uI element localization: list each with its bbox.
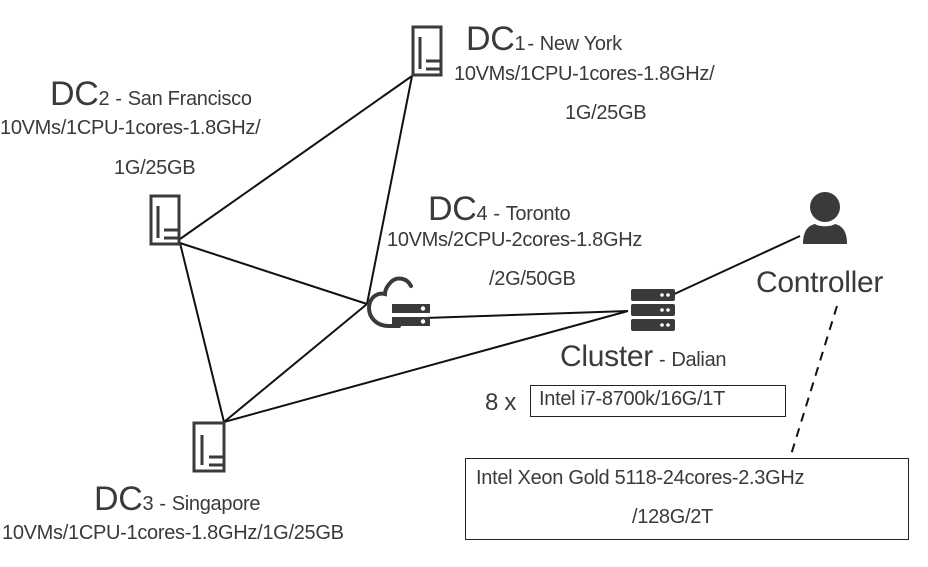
cluster-city: Dalian (671, 349, 727, 371)
server-document-icon (149, 194, 181, 246)
dc1-spec-line2: 1G/25GB (565, 102, 647, 124)
dc4-separator: - (493, 203, 500, 225)
controller-spec-line1: Intel Xeon Gold 5118-24cores-2.3GHz (476, 467, 805, 489)
edge-dc2-dc1 (179, 75, 413, 240)
edge-controller-spec-dashed (789, 305, 838, 459)
dc3-city: Singapore (171, 493, 261, 515)
dc1-prefix: DC (466, 20, 515, 58)
cluster-spec-box: Intel i7-8700k/16G/1T (530, 385, 786, 417)
dc1-city: New York (539, 33, 622, 55)
server-document-icon (192, 421, 226, 473)
edge-dc3-cluster (223, 310, 629, 423)
dc1-spec-line1: 10VMs/1CPU-1cores-1.8GHz/ (454, 63, 715, 85)
cluster-spec: Intel i7-8700k/16G/1T (539, 388, 726, 410)
dc4-spec-line2: /2G/50GB (489, 268, 576, 290)
controller-spec-line2: /128G/2T (632, 506, 713, 528)
dc3-separator: - (159, 493, 166, 515)
dc2-spec-line1: 10VMs/1CPU-1cores-1.8GHz/ (0, 117, 261, 139)
cluster-separator: - (658, 349, 666, 371)
edge-dc4-cluster (424, 310, 629, 319)
server-rack-icon (631, 289, 675, 331)
controller-spec-box: Intel Xeon Gold 5118-24cores-2.3GHz /128… (465, 458, 909, 540)
dc3-index: 3 (142, 493, 154, 515)
dc4-city: Toronto (505, 203, 571, 225)
dc2-spec-line2: 1G/25GB (114, 157, 196, 179)
edge-cluster-controller (669, 235, 801, 297)
dc4-spec-line1: 10VMs/2CPU-2cores-1.8GHz (387, 229, 643, 251)
dc2-index: 2 (98, 88, 110, 110)
edge-dc2-dc4 (179, 242, 368, 305)
cluster-name: Cluster (560, 340, 653, 373)
dc1-separator: - (527, 33, 534, 55)
server-document-icon (411, 25, 443, 77)
dc3-spec-line1: 10VMs/1CPU-1cores-1.8GHz/1G/25GB (2, 522, 344, 544)
dc2-separator: - (115, 88, 122, 110)
dc1-index: 1 (514, 33, 526, 55)
dc4-index: 4 (476, 203, 488, 225)
cluster-count: 8 x (485, 389, 517, 416)
cloud-server-icon (366, 276, 430, 328)
dc2-prefix: DC (50, 75, 99, 113)
controller-label: Controller (756, 266, 884, 299)
dc3-prefix: DC (94, 480, 143, 518)
user-icon (803, 192, 847, 244)
edge-dc1-dc4 (366, 75, 413, 305)
edge-dc2-dc3 (179, 242, 225, 423)
edge-dc3-dc4 (223, 303, 368, 423)
dc2-city: San Francisco (127, 88, 252, 110)
cluster-title: Cluster-Dalian (560, 340, 727, 374)
dc4-prefix: DC (428, 190, 477, 228)
